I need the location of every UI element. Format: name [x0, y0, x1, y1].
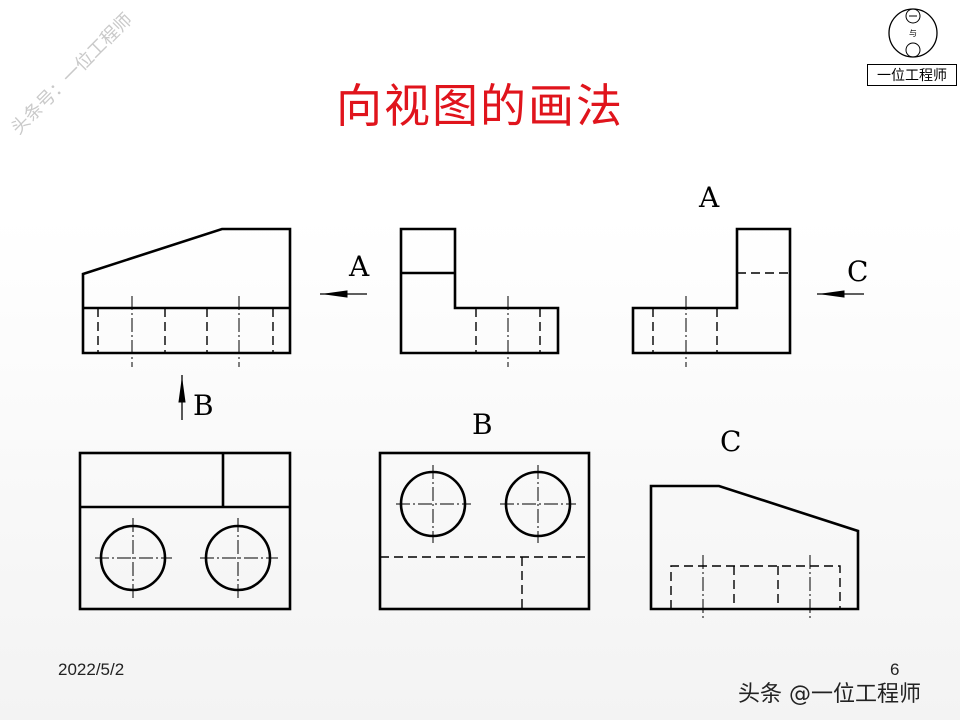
- view-b-drawing: [378, 451, 591, 611]
- footer-date: 2022/5/2: [58, 660, 125, 679]
- top-view: [78, 451, 292, 611]
- page-number: 6: [890, 660, 900, 679]
- arrow-c-label: C: [847, 255, 868, 288]
- page-title: 向视图的画法: [336, 79, 624, 133]
- right-view: [631, 227, 792, 355]
- view-c-drawing: [649, 484, 860, 611]
- logo-icon: 与: [888, 8, 938, 58]
- view-b-label: B: [472, 408, 493, 441]
- view-a-label: A: [698, 181, 720, 214]
- arrow-a-icon: [320, 290, 367, 298]
- arrow-c-icon: [817, 290, 864, 298]
- left-view: [399, 227, 560, 355]
- view-c-label: C: [720, 425, 741, 458]
- source-credit: 头条 @一位工程师: [738, 682, 921, 707]
- arrow-b-label: B: [193, 389, 214, 422]
- arrow-b-icon: [178, 375, 186, 420]
- logo-text: 一位工程师: [867, 64, 957, 86]
- svg-text:与: 与: [909, 29, 917, 38]
- arrow-a-label: A: [348, 250, 370, 283]
- front-view: [81, 227, 292, 355]
